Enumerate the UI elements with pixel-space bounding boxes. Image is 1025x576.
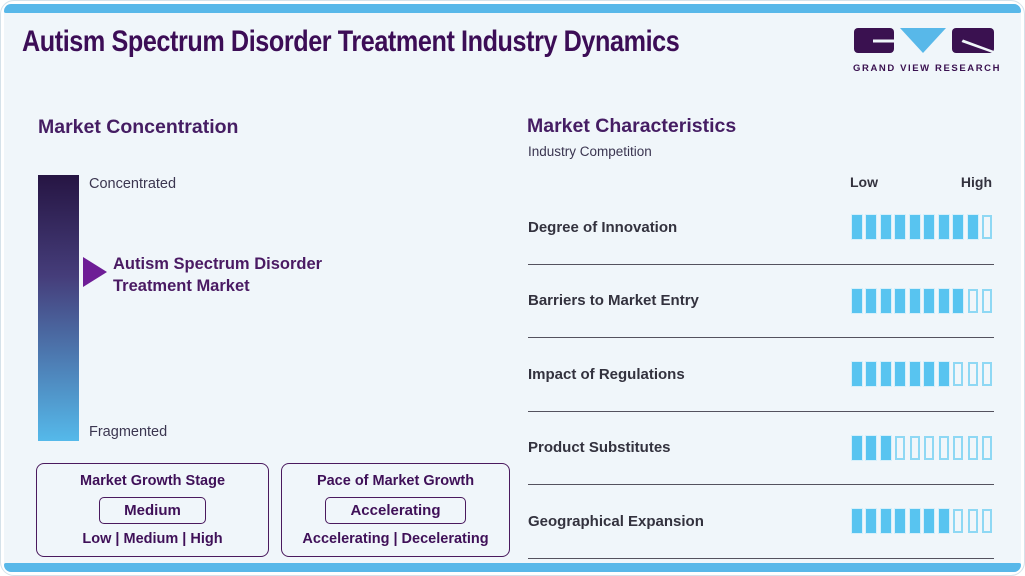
rating-segment — [982, 215, 992, 240]
rating-segment — [938, 215, 949, 240]
characteristic-row: Geographical Expansion — [528, 485, 994, 559]
rating-segment — [880, 288, 891, 313]
rating-segment — [909, 509, 920, 534]
rating-segment — [909, 435, 920, 460]
rating-segment — [880, 362, 891, 387]
pace-selected-value: Accelerating — [325, 496, 466, 524]
market-position-label-line2: Treatment Market — [113, 276, 250, 295]
row-label: Barriers to Market Entry — [528, 292, 699, 310]
rating-segment — [938, 435, 949, 460]
rating-bar — [851, 435, 992, 460]
growth-stage-selected-value: Medium — [99, 496, 206, 524]
rating-segment — [880, 509, 891, 534]
row-label: Impact of Regulations — [528, 365, 685, 383]
rating-segment — [967, 435, 978, 460]
rating-segment — [909, 288, 920, 313]
industry-competition-subheading: Industry Competition — [528, 144, 652, 159]
rating-segment — [924, 288, 934, 313]
rating-segment — [953, 288, 963, 313]
arrow-right-icon — [83, 257, 107, 287]
rating-scale-header: Low High — [528, 174, 994, 192]
concentration-gradient-bar — [38, 175, 79, 441]
market-position-label: Autism Spectrum Disorder Treatment Marke… — [113, 254, 322, 297]
top-accent-bar — [4, 4, 1021, 13]
characteristic-row: Impact of Regulations — [528, 338, 994, 412]
rating-segment — [938, 288, 949, 313]
rating-segment — [924, 509, 934, 534]
brand-logo: GRAND VIEW RESEARCH — [853, 27, 1002, 74]
pace-options: Accelerating | Decelerating — [302, 531, 489, 547]
rating-segment — [953, 435, 963, 460]
rating-segment — [953, 362, 963, 387]
rating-segment — [895, 435, 905, 460]
market-concentration-heading: Market Concentration — [38, 116, 239, 138]
characteristics-rows: Degree of Innovation Barriers to Market … — [528, 191, 994, 559]
rating-segment — [909, 215, 920, 240]
rating-bar — [851, 509, 992, 534]
row-label: Product Substitutes — [528, 439, 671, 457]
rating-segment — [895, 362, 905, 387]
growth-stage-box: Market Growth Stage Medium Low | Medium … — [36, 463, 269, 557]
scale-high-label: High — [960, 174, 992, 190]
rating-segment — [938, 362, 949, 387]
rating-segment — [953, 509, 963, 534]
rating-segment — [880, 435, 891, 460]
rating-segment — [851, 362, 862, 387]
rating-segment — [924, 435, 934, 460]
brand-name: GRAND VIEW RESEARCH — [853, 63, 1002, 74]
rating-segment — [851, 288, 862, 313]
rating-segment — [895, 215, 905, 240]
market-characteristics-heading: Market Characteristics — [527, 115, 737, 137]
rating-segment — [866, 435, 876, 460]
rating-segment — [938, 509, 949, 534]
rating-segment — [924, 215, 934, 240]
rating-segment — [967, 215, 978, 240]
rating-segment — [982, 288, 992, 313]
scale-low-label: Low — [850, 174, 878, 190]
rating-segment — [982, 362, 992, 387]
page-title: Autism Spectrum Disorder Treatment Indus… — [22, 25, 680, 58]
rating-segment — [866, 509, 876, 534]
rating-segment — [982, 435, 992, 460]
row-label: Geographical Expansion — [528, 512, 704, 530]
rating-segment — [866, 288, 876, 313]
rating-segment — [851, 435, 862, 460]
bottom-accent-bar — [4, 563, 1021, 572]
rating-segment — [967, 509, 978, 534]
rating-segment — [866, 362, 876, 387]
fragmented-label: Fragmented — [89, 424, 168, 440]
pace-of-growth-box: Pace of Market Growth Accelerating Accel… — [281, 463, 510, 557]
rating-segment — [982, 509, 992, 534]
rating-segment — [851, 509, 862, 534]
rating-segment — [880, 215, 891, 240]
rating-segment — [909, 362, 920, 387]
rating-bar — [851, 288, 992, 313]
characteristic-row: Product Substitutes — [528, 412, 994, 485]
rating-segment — [953, 215, 963, 240]
gvr-logo-icon — [854, 28, 994, 54]
growth-stage-title: Market Growth Stage — [79, 473, 226, 489]
growth-stage-options: Low | Medium | High — [82, 531, 223, 547]
rating-segment — [895, 509, 905, 534]
row-label: Degree of Innovation — [528, 218, 678, 236]
characteristic-row: Degree of Innovation — [528, 191, 994, 265]
characteristic-row: Barriers to Market Entry — [528, 265, 994, 338]
rating-segment — [851, 215, 862, 240]
market-position-label-line1: Autism Spectrum Disorder — [113, 255, 323, 273]
rating-segment — [895, 288, 905, 313]
concentrated-label: Concentrated — [89, 176, 177, 192]
rating-segment — [924, 362, 934, 387]
rating-bar — [851, 362, 992, 387]
rating-segment — [967, 362, 978, 387]
rating-segment — [866, 215, 876, 240]
pace-title: Pace of Market Growth — [316, 473, 475, 489]
rating-bar — [851, 215, 992, 240]
rating-segment — [967, 288, 978, 313]
